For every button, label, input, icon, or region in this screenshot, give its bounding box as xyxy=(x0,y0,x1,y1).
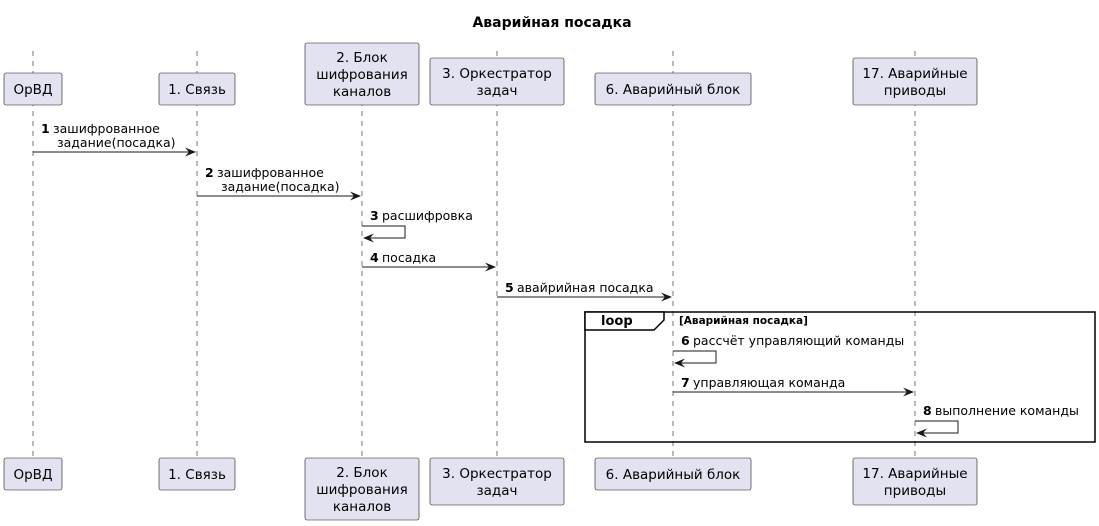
message-number: 5 xyxy=(505,280,514,295)
participant-orvd-top: ОрВД xyxy=(3,72,63,106)
self-arrow-line xyxy=(915,420,959,434)
participant-box xyxy=(3,72,63,106)
arrow-head xyxy=(363,233,374,243)
participant-label: 3. Оркестратор xyxy=(442,466,552,482)
participant-label: каналов xyxy=(333,499,391,515)
participant-box xyxy=(594,72,752,106)
participant-label: 17. Аварийные xyxy=(862,66,967,82)
loop-guard: [Аварийная посадка] xyxy=(679,315,808,327)
participant-svyaz-top: 1. Связь xyxy=(158,72,236,106)
participant-box xyxy=(3,457,63,491)
message-number: 6 xyxy=(681,333,690,348)
lifelines xyxy=(32,51,916,468)
participant-label: приводы xyxy=(884,83,946,99)
loop-label-tab xyxy=(584,311,665,331)
loop-frame: loop [Аварийная посадка] xyxy=(584,311,1096,443)
message-label: посадка xyxy=(382,250,436,265)
participant-label: 2. Блок xyxy=(336,50,387,66)
participant-box xyxy=(429,57,565,106)
message-label: рассчёт управляющий команды xyxy=(693,333,904,348)
message-label: задание(посадка) xyxy=(53,135,176,150)
message-label: зашифрованное xyxy=(217,165,324,180)
message-number: 1 xyxy=(41,121,50,136)
participant-label: 3. Оркестратор xyxy=(442,66,552,82)
loop-label: loop xyxy=(601,314,633,329)
participant-label: ОрВД xyxy=(13,467,52,483)
participant-label: задач xyxy=(476,83,517,99)
participant-label: 2. Блок xyxy=(336,465,387,481)
participant-box xyxy=(304,42,420,106)
participant-label: шифрования xyxy=(316,67,407,83)
message-label: расшифровка xyxy=(382,208,473,223)
arrow-head xyxy=(185,147,196,157)
message-number: 7 xyxy=(681,375,690,390)
loop-frame-border xyxy=(584,311,1096,443)
participant-orvd-bottom: ОрВД xyxy=(3,457,63,491)
participant-box xyxy=(852,457,978,506)
arrow-head xyxy=(674,358,685,368)
participant-avar-bottom: 6. Аварийный блок xyxy=(594,457,752,491)
arrow-head xyxy=(350,191,361,201)
participant-box xyxy=(852,57,978,106)
message-label: задание(посадка) xyxy=(217,179,340,194)
message-number: 3 xyxy=(370,208,379,223)
self-arrow-line xyxy=(673,350,717,364)
arrow-head xyxy=(903,387,914,397)
participant-label: приводы xyxy=(884,483,946,499)
participant-box xyxy=(158,457,236,491)
participant-label: задач xyxy=(476,483,517,499)
participant-label: 1. Связь xyxy=(168,467,226,483)
message-number: 2 xyxy=(205,165,214,180)
arrow-head xyxy=(661,292,672,302)
participant-box xyxy=(429,457,565,506)
self-arrow-line xyxy=(362,225,406,239)
diagram-title: Аварийная посадка xyxy=(472,15,631,31)
participant-avar-top: 6. Аварийный блок xyxy=(594,72,752,106)
participant-box xyxy=(304,457,420,521)
message-label: управляющая команда xyxy=(693,375,845,390)
participant-label: шифрования xyxy=(316,482,407,498)
participant-svyaz-bottom: 1. Связь xyxy=(158,457,236,491)
arrow-head xyxy=(916,428,927,438)
message-number: 4 xyxy=(370,250,379,265)
participant-label: 6. Аварийный блок xyxy=(606,467,741,483)
message-label: авайрийная посадка xyxy=(517,280,654,295)
participant-box xyxy=(594,457,752,491)
message-label: выполнение команды xyxy=(935,403,1079,418)
participant-label: 1. Связь xyxy=(168,82,226,98)
arrow-head xyxy=(485,262,496,272)
participant-label: 17. Аварийные xyxy=(862,466,967,482)
participant-label: 6. Аварийный блок xyxy=(606,82,741,98)
message-label: зашифрованное xyxy=(53,121,160,136)
message-number: 8 xyxy=(923,403,932,418)
participant-box xyxy=(158,72,236,106)
participant-label: ОрВД xyxy=(13,82,52,98)
participant-label: каналов xyxy=(333,84,391,100)
